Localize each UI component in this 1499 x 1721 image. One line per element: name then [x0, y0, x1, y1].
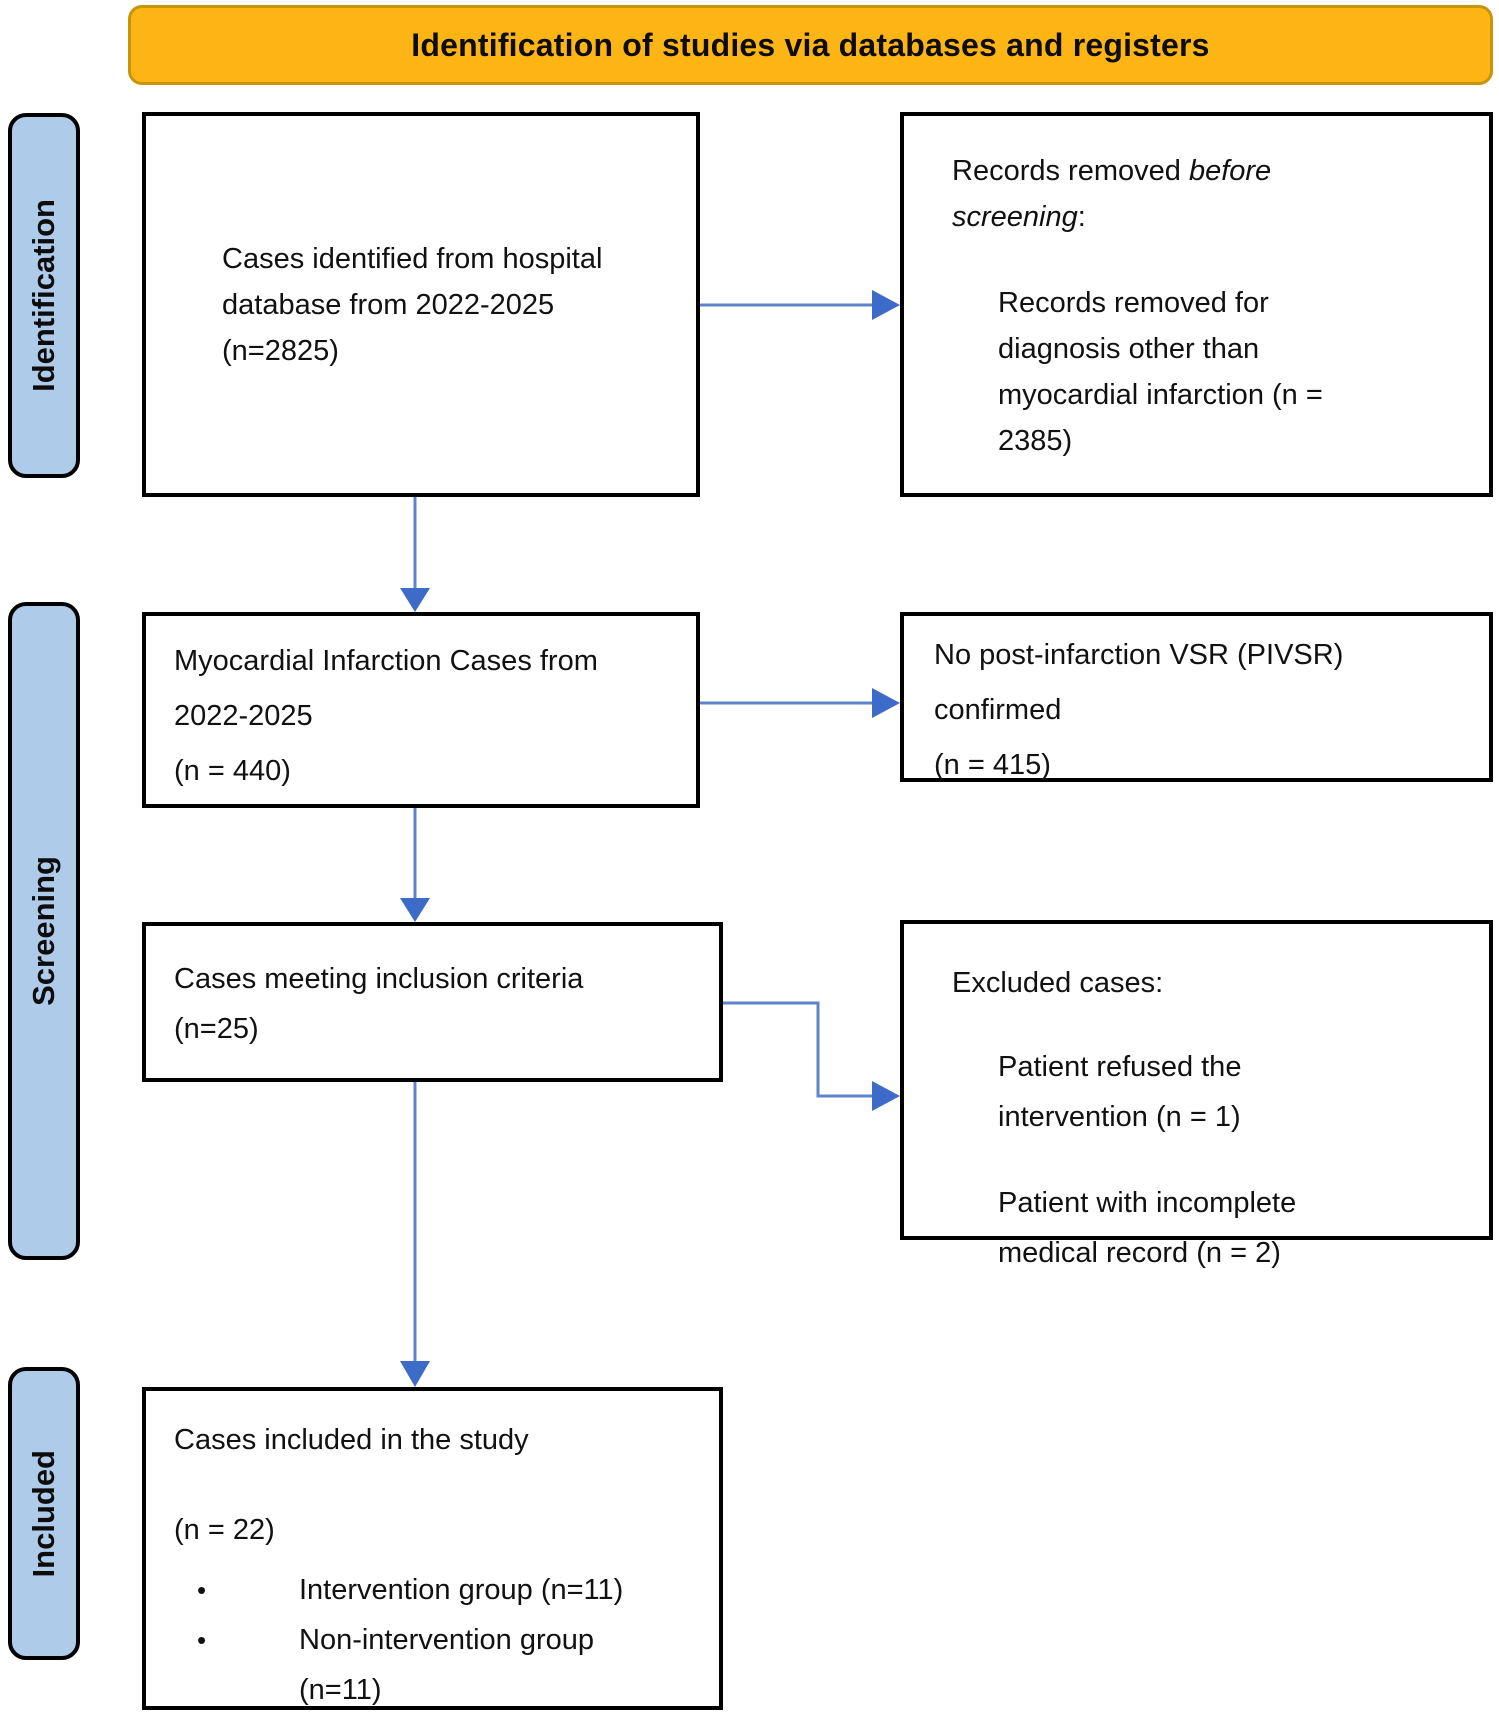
- box-inclusion-criteria-line: (n=25): [174, 1013, 259, 1045]
- records-removed-title-italic: before screening: [952, 155, 1272, 233]
- box-excluded-cases-title: Excluded cases:: [952, 967, 1164, 999]
- box-cases-identified-line: database from 2022-2025: [222, 288, 555, 321]
- bullet-icon: •: [197, 1625, 207, 1655]
- box-inclusion-criteria-line: Cases meeting inclusion criteria: [174, 963, 584, 995]
- box-no-pivsr: No post-infarction VSR (PIVSR) confirmed…: [900, 612, 1493, 782]
- non-intervention-group-label: Non-intervention group (n=11): [299, 1624, 595, 1706]
- box-no-pivsr-line: confirmed: [934, 694, 1062, 726]
- box-mi-cases-line: (n = 440): [174, 755, 291, 787]
- arrow-inclusion-to-included: [400, 1082, 430, 1387]
- stage-screening: Screening: [8, 602, 80, 1260]
- stage-included: Included: [8, 1367, 80, 1660]
- box-cases-included-count: (n = 22): [174, 1514, 275, 1546]
- box-cases-included-title: Cases included in the study: [174, 1424, 529, 1456]
- box-mi-cases-line: 2022-2025: [174, 700, 313, 732]
- bullet-icon: •: [197, 1575, 207, 1605]
- box-no-pivsr-line: No post-infarction VSR (PIVSR): [934, 639, 1344, 671]
- box-excluded-cases: Excluded cases: Patient refused the inte…: [900, 920, 1493, 1269]
- box-no-pivsr-line: (n = 415): [934, 749, 1051, 781]
- box-mi-cases: Myocardial Infarction Cases from 2022-20…: [142, 612, 700, 808]
- list-item: • Non-intervention group (n=11): [197, 1615, 699, 1715]
- box-records-removed-title: Records removed before screening:: [952, 155, 1272, 233]
- stage-included-label: Included: [26, 1449, 61, 1578]
- box-excluded-cases-item: Patient with incomplete medical record (…: [998, 1187, 1297, 1269]
- list-item: • Intervention group (n=11): [197, 1565, 699, 1615]
- stage-identification-label: Identification: [26, 199, 61, 392]
- arrow-mi-cases-to-inclusion: [400, 808, 430, 922]
- box-excluded-cases-item: Patient refused the intervention (n = 1): [998, 1051, 1242, 1133]
- header-title: Identification of studies via databases …: [411, 26, 1210, 63]
- arrow-identified-to-removed: [700, 290, 900, 320]
- included-group-list: • Intervention group (n=11) • Non-interv…: [174, 1565, 699, 1715]
- box-records-removed-item: Records removed for diagnosis other than…: [998, 287, 1323, 457]
- stage-identification: Identification: [8, 113, 80, 478]
- stage-screening-label: Screening: [26, 856, 61, 1006]
- arrow-inclusion-to-excluded: [723, 1001, 900, 1111]
- box-records-removed: Records removed before screening: Record…: [900, 112, 1493, 497]
- box-mi-cases-line: Myocardial Infarction Cases from: [174, 645, 598, 677]
- box-cases-identified-line: Cases identified from hospital: [222, 242, 603, 275]
- intervention-group-label: Intervention group (n=11): [299, 1574, 624, 1606]
- box-cases-identified: Cases identified from hospital database …: [142, 112, 700, 497]
- box-cases-included: Cases included in the study (n = 22) • I…: [142, 1387, 723, 1710]
- box-inclusion-criteria: Cases meeting inclusion criteria (n=25): [142, 922, 723, 1082]
- header-banner: Identification of studies via databases …: [128, 5, 1493, 85]
- arrow-identified-to-mi-cases: [400, 497, 430, 612]
- box-cases-identified-line: (n=2825): [222, 334, 339, 367]
- arrow-mi-cases-to-no-pivsr: [700, 688, 900, 718]
